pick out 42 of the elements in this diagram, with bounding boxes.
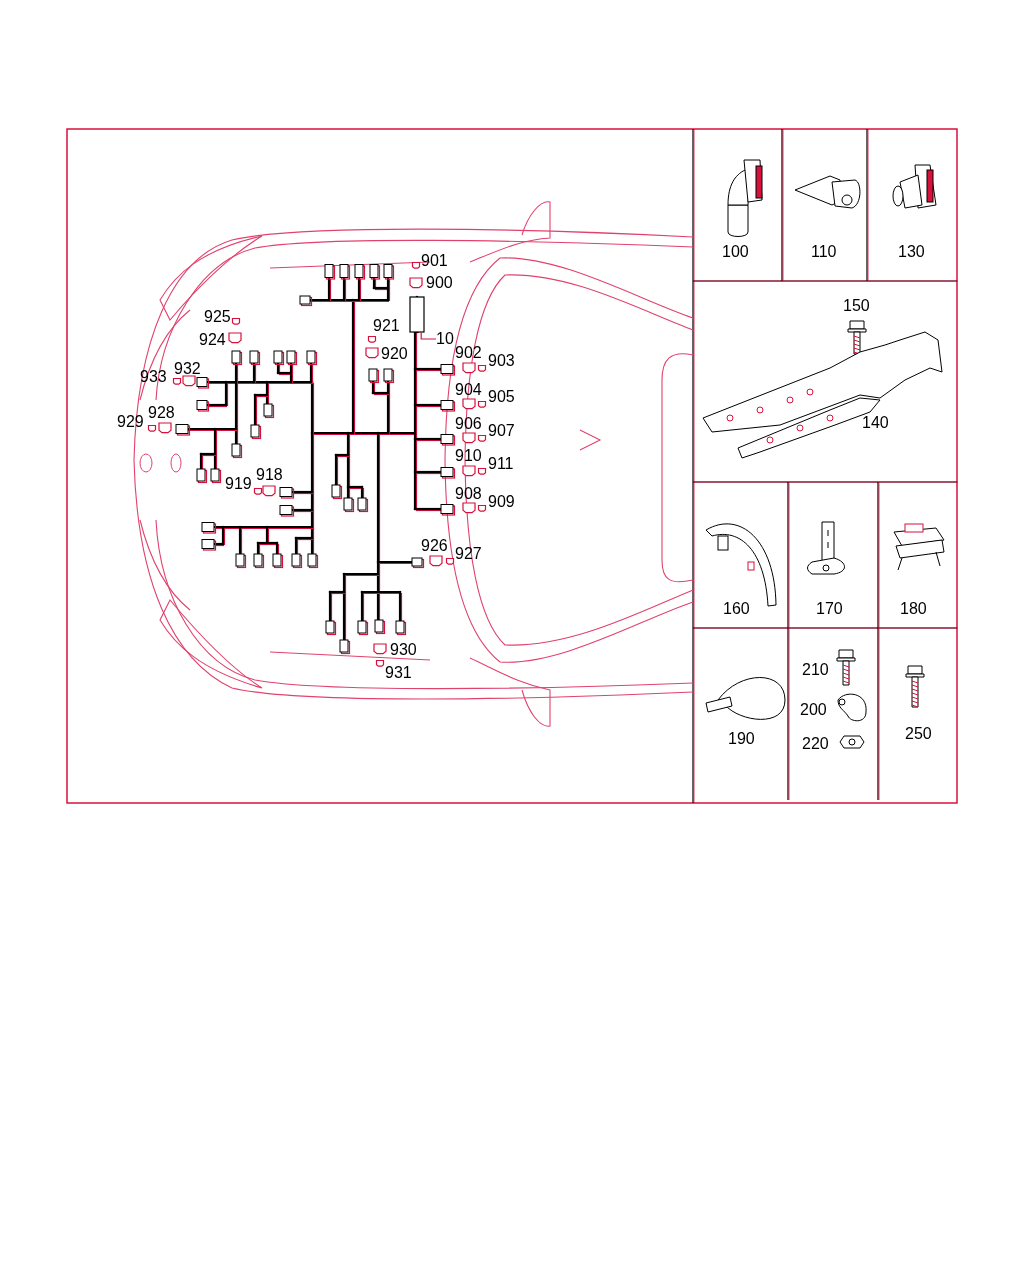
callout-number: 926 xyxy=(421,537,448,555)
callout-number: 190 xyxy=(728,730,755,748)
callout-number: 909 xyxy=(488,493,515,511)
callout-number: 200 xyxy=(800,701,827,719)
callout-number: 906 xyxy=(455,415,482,433)
callout-number: 250 xyxy=(905,725,932,743)
callout-number: 932 xyxy=(174,360,201,378)
callout-number: 901 xyxy=(421,252,448,270)
callout-number: 919 xyxy=(225,475,252,493)
callout-number: 928 xyxy=(148,404,175,422)
callout-number: 910 xyxy=(455,447,482,465)
callout-number: 918 xyxy=(256,466,283,484)
callout-number: 140 xyxy=(862,414,889,432)
callout-number: 905 xyxy=(488,388,515,406)
callout-number: 170 xyxy=(816,600,843,618)
callout-number: 902 xyxy=(455,344,482,362)
callout-number: 929 xyxy=(117,413,144,431)
callout-number: 903 xyxy=(488,352,515,370)
callout-number: 220 xyxy=(802,735,829,753)
callout-number: 907 xyxy=(488,422,515,440)
callout-number: 904 xyxy=(455,381,482,399)
callout-number: 110 xyxy=(811,243,837,261)
callout-number: 150 xyxy=(843,297,870,315)
callout-number: 921 xyxy=(373,317,400,335)
callout-number: 920 xyxy=(381,345,408,363)
callout-number: 900 xyxy=(426,274,453,292)
callout-number: 911 xyxy=(488,455,514,473)
callout-number: 210 xyxy=(802,661,829,679)
callout-number: 908 xyxy=(455,485,482,503)
callout-number: 925 xyxy=(204,308,231,326)
callout-number: 10 xyxy=(436,330,454,348)
callout-number: 100 xyxy=(722,243,749,261)
callout-number: 930 xyxy=(390,641,417,659)
callout-number: 180 xyxy=(900,600,927,618)
callout-number: 931 xyxy=(385,664,412,682)
callout-number: 927 xyxy=(455,545,482,563)
callout-number: 130 xyxy=(898,243,925,261)
leader-line xyxy=(420,331,437,340)
callout-number: 924 xyxy=(199,331,226,349)
connector-housing xyxy=(409,296,425,333)
callout-number: 160 xyxy=(723,600,750,618)
callout-number: 933 xyxy=(140,368,167,386)
